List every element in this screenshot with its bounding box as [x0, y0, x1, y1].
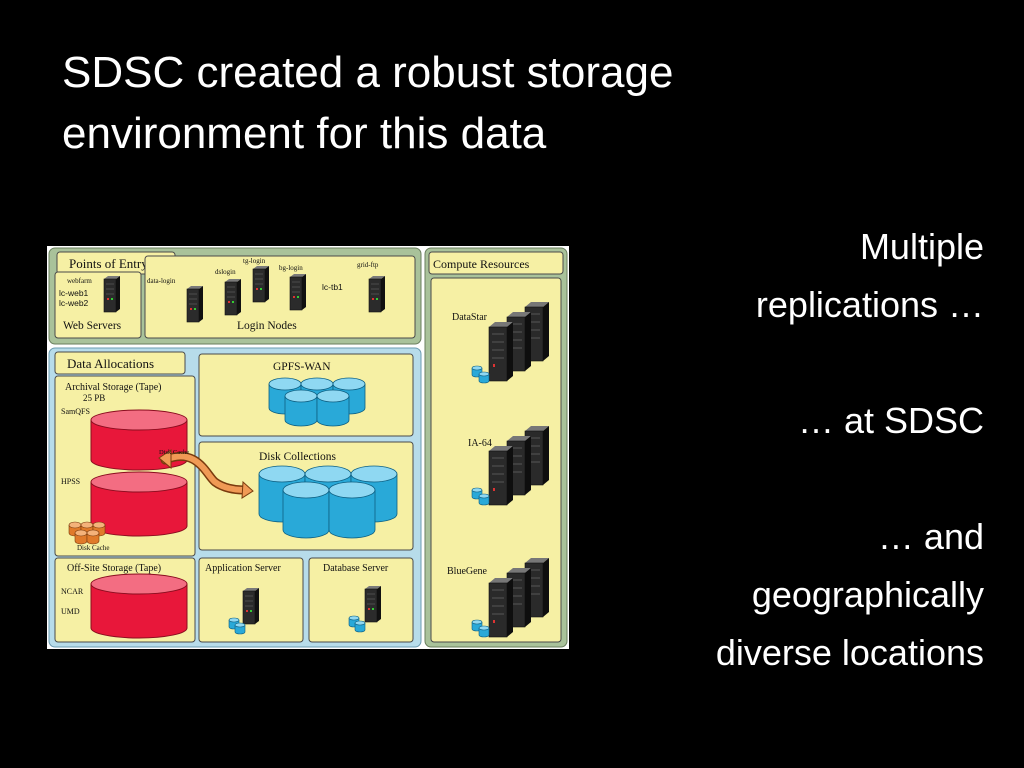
- login-server-icon-3: [252, 265, 270, 303]
- disk-cache-arrow-label: Disk Cache: [159, 449, 189, 456]
- hpss-tape-icon: [90, 471, 188, 537]
- database-server-title: Database Server: [323, 563, 389, 574]
- offsite-tape-icon: [90, 573, 188, 639]
- host-grid-ftp: grid-ftp: [357, 261, 379, 269]
- compute-bluegene-label: BlueGene: [447, 566, 488, 577]
- host-lc-web1: lc-web1: [59, 288, 89, 298]
- storage-diagram: Points of Entry webfarm lc-web1 lc-web2 …: [47, 246, 569, 649]
- archival-hpss-label: HPSS: [61, 477, 80, 486]
- host-lc-web2: lc-web2: [59, 298, 89, 308]
- host-dslogin: dslogin: [215, 268, 236, 276]
- host-tg-login: tg-login: [243, 257, 266, 265]
- login-server-icon-4: [289, 273, 307, 311]
- compute-resources-title: Compute Resources: [433, 257, 530, 271]
- login-server-icon-2: [224, 278, 242, 316]
- archival-storage-title: Archival Storage (Tape): [65, 382, 161, 393]
- login-server-icon-5: [368, 275, 386, 313]
- slide-title-line-1: SDSC created a robust storage: [62, 48, 674, 97]
- host-webfarm: webfarm: [67, 277, 92, 285]
- application-server-title: Application Server: [205, 563, 281, 574]
- compute-datastar-label: DataStar: [452, 312, 488, 323]
- bullet-3-line-1: … and: [877, 516, 984, 557]
- data-allocations-title: Data Allocations: [67, 356, 154, 371]
- compute-ia64-label: IA-64: [468, 438, 492, 449]
- web-server-icon: [103, 275, 121, 313]
- host-bg-login: bg-login: [279, 264, 303, 272]
- archival-samqfs-label: SamQFS: [61, 407, 90, 416]
- disk-cache-arrow: [158, 449, 254, 499]
- bullet-2-line-1: … at SDSC: [797, 400, 984, 441]
- bullet-1-line-1: Multiple: [859, 226, 984, 267]
- host-data-login: data-login: [147, 277, 176, 285]
- offsite-ncar-label: NCAR: [61, 587, 84, 596]
- points-of-entry-title: Points of Entry: [69, 256, 148, 271]
- login-server-icon-1: [186, 285, 204, 323]
- disk-cache-label: Disk Cache: [77, 544, 109, 552]
- bullet-3-line-2: geographically: [751, 574, 984, 615]
- bullet-3-line-3: diverse locations: [715, 632, 984, 673]
- login-nodes-label: Login Nodes: [237, 320, 297, 332]
- bullet-text: Multiple replications … … at SDSC … and …: [564, 218, 984, 682]
- slide-title: SDSC created a robust storage environmen…: [62, 42, 962, 164]
- gpfs-wan-title: GPFS-WAN: [273, 361, 331, 373]
- offsite-umd-label: UMD: [61, 607, 80, 616]
- disk-collections-title: Disk Collections: [259, 451, 337, 463]
- web-servers-label: Web Servers: [63, 320, 122, 332]
- host-lc-tb1: lc-tb1: [322, 282, 343, 292]
- offsite-storage-title: Off-Site Storage (Tape): [67, 563, 161, 574]
- slide-title-line-2: environment for this data: [62, 109, 547, 158]
- bullet-1-line-2: replications …: [755, 284, 984, 325]
- archival-capacity: 25 PB: [83, 393, 105, 403]
